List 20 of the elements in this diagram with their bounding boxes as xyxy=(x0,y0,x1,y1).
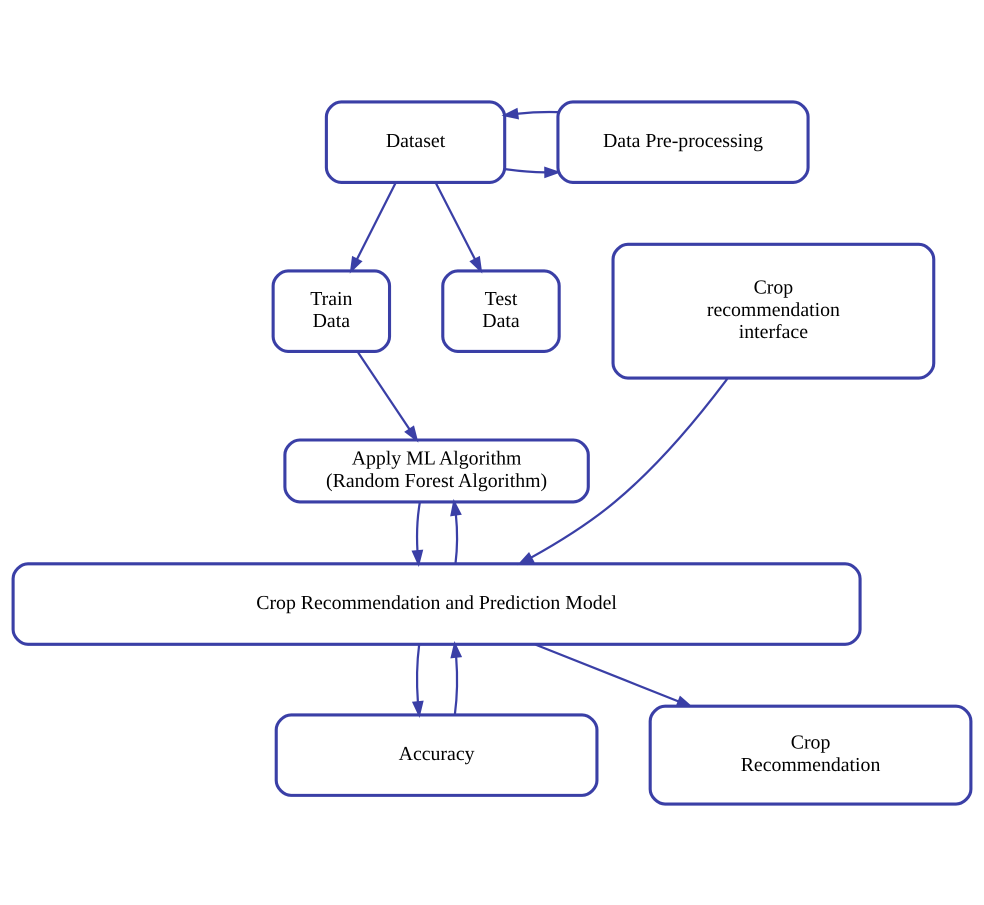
arrow xyxy=(350,181,397,274)
arrow xyxy=(356,350,418,442)
node-box: Crop Recommendation xyxy=(648,704,972,806)
node-box: Crop recommendation interface xyxy=(612,242,936,380)
arrow xyxy=(534,642,694,707)
arrow xyxy=(517,376,729,565)
node-box: Crop Recommendation and Prediction Model xyxy=(12,562,862,646)
arrow xyxy=(434,181,482,274)
node-box: Dataset xyxy=(324,100,506,184)
arrow xyxy=(412,501,424,566)
node-box: Apply ML Algorithm (Random Forest Algorithm) xyxy=(283,438,590,503)
node-box: Train Data xyxy=(272,268,392,353)
arrow xyxy=(502,107,558,119)
arrow xyxy=(412,644,424,718)
arrow xyxy=(450,640,462,714)
node-box: Data Pre-processing xyxy=(556,100,810,184)
node-box: Test Data xyxy=(441,268,561,353)
node-box: Accuracy xyxy=(274,712,598,796)
arrow xyxy=(504,166,562,178)
arrow xyxy=(450,498,462,564)
